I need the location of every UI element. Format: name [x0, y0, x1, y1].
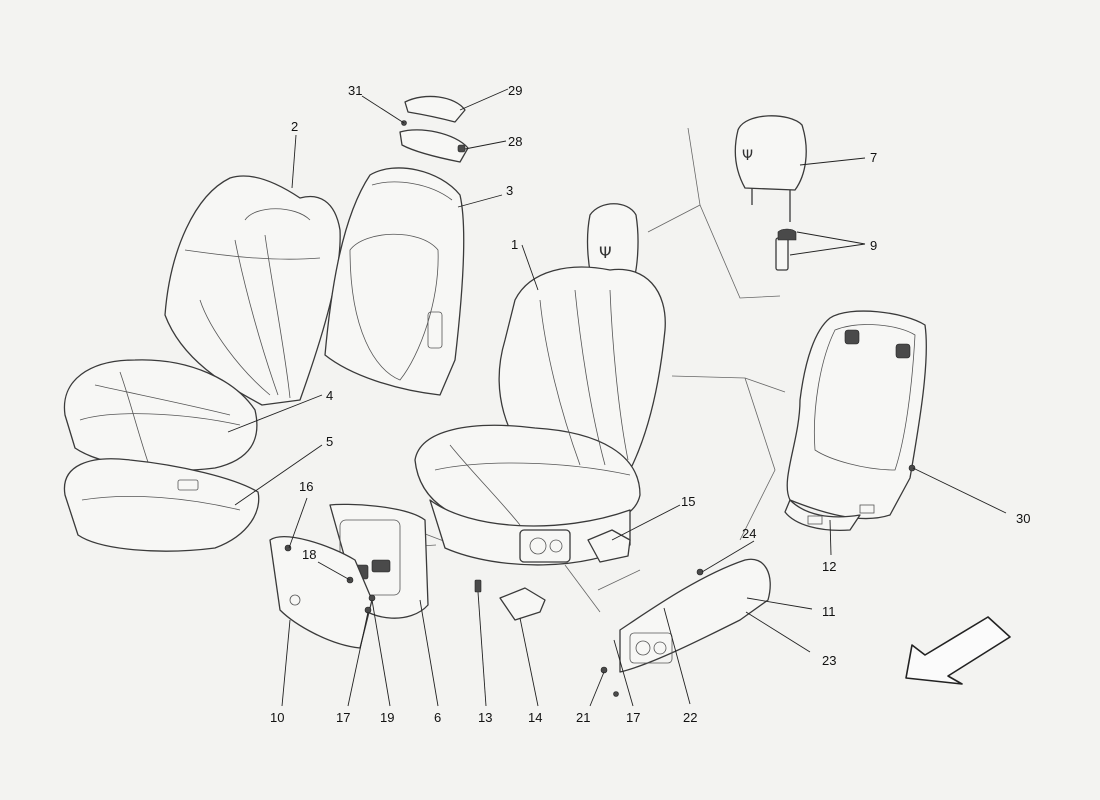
screw-17b — [613, 691, 619, 697]
front-direction-arrow-icon — [905, 616, 1011, 685]
callout-3: 3 — [506, 183, 513, 198]
outer-side-panel — [619, 558, 771, 673]
callout-15: 15 — [681, 494, 695, 509]
headrest-guide-sleeve — [775, 228, 797, 271]
backrest-rear-panel — [324, 167, 465, 396]
seat-cushion-base — [63, 458, 260, 552]
clip-24 — [696, 568, 704, 576]
trident-logo-icon: Ψ — [599, 243, 612, 262]
callout-29: 29 — [508, 83, 522, 98]
clip-30 — [908, 464, 916, 472]
callout-23: 23 — [822, 653, 836, 668]
callout-4: 4 — [326, 388, 333, 403]
callout-10: 10 — [270, 710, 284, 725]
callout-30: 30 — [1016, 511, 1030, 526]
callout-19: 19 — [380, 710, 394, 725]
callout-21: 21 — [576, 710, 590, 725]
headrest: Ψ — [734, 115, 807, 222]
callout-13: 13 — [478, 710, 492, 725]
callout-16: 16 — [299, 479, 313, 494]
front-seat-assembly: Ψ — [414, 203, 666, 566]
callout-17-left: 17 — [336, 710, 350, 725]
leader-lines — [227, 88, 1007, 707]
trim-covers — [499, 529, 631, 621]
callout-28: 28 — [508, 134, 522, 149]
callout-31: 31 — [348, 83, 362, 98]
side-cover-panel — [269, 536, 373, 649]
headrest-trim-parts — [399, 95, 469, 163]
callout-2: 2 — [291, 119, 298, 134]
backrest-frame — [784, 310, 927, 531]
callout-5: 5 — [326, 434, 333, 449]
headrest-logo-icon: Ψ — [742, 148, 753, 164]
callout-14: 14 — [528, 710, 542, 725]
seat-cushion — [63, 359, 258, 471]
callout-7: 7 — [870, 150, 877, 165]
callout-24: 24 — [742, 526, 756, 541]
backrest-cover — [164, 175, 341, 406]
bolt-13 — [474, 579, 482, 593]
callout-6: 6 — [434, 710, 441, 725]
callout-22: 22 — [683, 710, 697, 725]
callout-9: 9 — [870, 238, 877, 253]
callout-17-right: 17 — [626, 710, 640, 725]
callout-11: 11 — [822, 604, 836, 619]
callout-1: 1 — [511, 237, 518, 252]
callout-12: 12 — [822, 559, 836, 574]
callout-18: 18 — [302, 547, 316, 562]
callout-labels: 2 3 1 4 5 7 9 29 28 31 16 18 15 24 30 12… — [270, 83, 1030, 725]
